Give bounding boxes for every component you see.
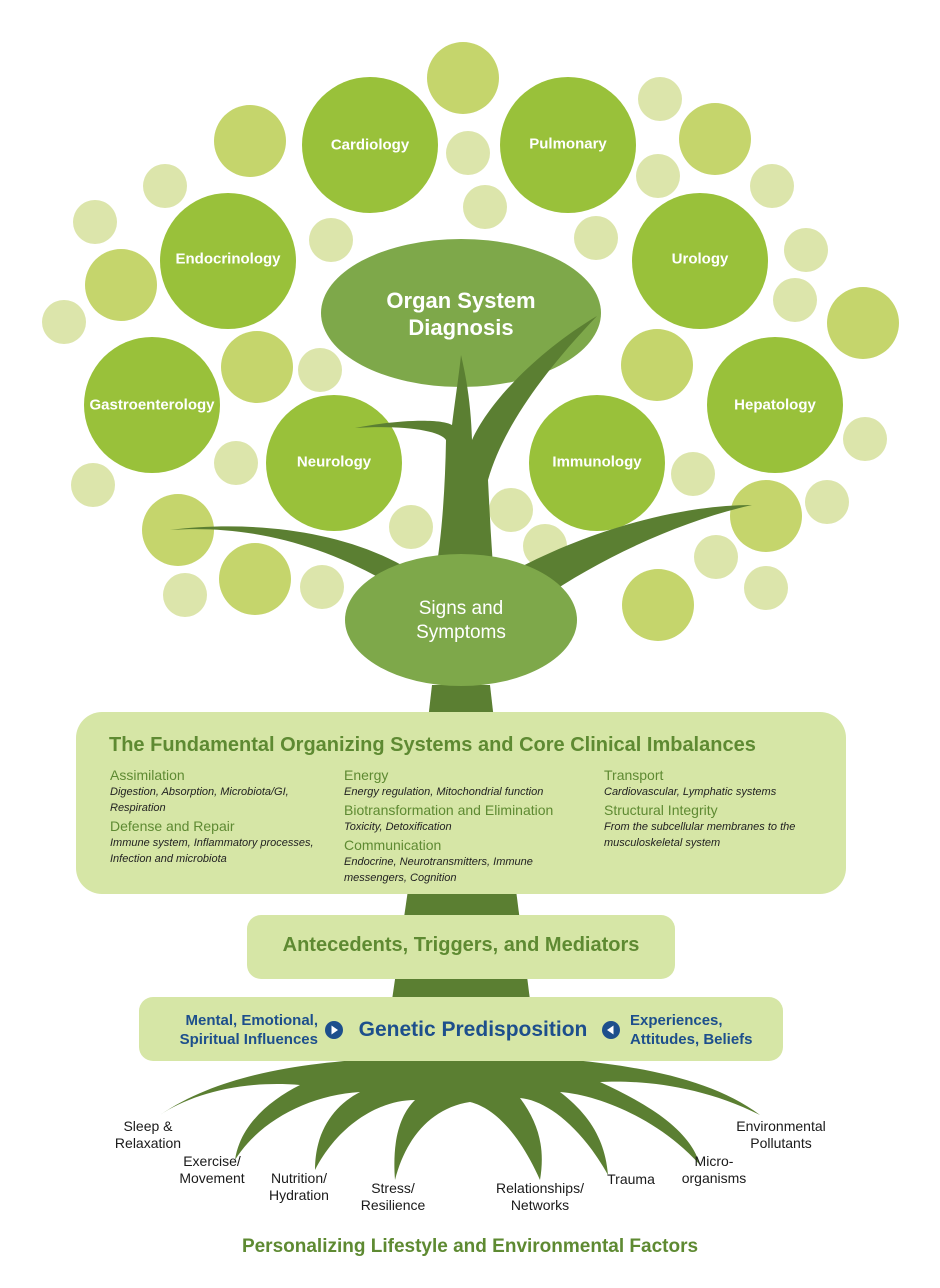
genetic-predisposition-panel: Mental, Emotional, Spiritual Influences … [139, 997, 783, 1061]
root-label-nutrition: Nutrition/ Hydration [269, 1170, 329, 1203]
decorative-circles [42, 42, 899, 641]
genetic-predisposition-label: Genetic Predisposition [358, 1018, 588, 1041]
system-heading-defense-repair: Defense and Repair [110, 818, 235, 834]
system-heading-structural-integrity: Structural Integrity [604, 802, 718, 818]
fundamental-systems-panel: The Fundamental Organizing Systems and C… [76, 712, 846, 894]
organ-label-cardiology: Cardiology [330, 136, 410, 154]
organ-label-hepatology: Hepatology [734, 396, 816, 414]
fundamental-systems-title: The Fundamental Organizing Systems and C… [109, 734, 756, 756]
play-right-icon [325, 1021, 343, 1039]
organ-system-diagnosis-node [321, 239, 601, 387]
organ-label-neurology: Neurology [296, 453, 372, 471]
fundamental-column-3: Transport Cardiovascular, Lymphatic syst… [604, 767, 819, 853]
root-label-trauma: Trauma [607, 1171, 655, 1187]
bottom-title: Personalizing Lifestyle and Environmenta… [241, 1236, 699, 1257]
system-heading-communication: Communication [344, 837, 442, 853]
system-detail-biotransformation: Toxicity, Detoxification [344, 821, 452, 833]
fundamental-column-1: Assimilation Digestion, Absorption, Micr… [110, 767, 335, 869]
system-detail-assimilation: Digestion, Absorption, Microbiota/GI, Re… [110, 786, 289, 814]
system-heading-biotransformation: Biotransformation and Elimination [344, 802, 554, 818]
root-label-microorganisms: Micro- organisms [681, 1153, 747, 1186]
system-detail-defense-repair: Immune system, Inflammatory processes, I… [110, 837, 314, 865]
organ-label-gastroenterology: Gastroenterology [89, 396, 215, 414]
experiences-attitudes-label: Experiences, Attitudes, Beliefs [630, 1012, 753, 1048]
organ-label-immunology: Immunology [552, 453, 642, 471]
system-detail-communication: Endocrine, Neurotransmitters, Immune mes… [344, 856, 533, 884]
organ-circles [84, 77, 843, 531]
organ-system-diagnosis-label: Organ System Diagnosis [386, 288, 536, 340]
signs-and-symptoms-label: Signs and Symptoms [416, 598, 506, 643]
mental-emotional-label: Mental, Emotional, Spiritual Influences [179, 1012, 318, 1048]
play-left-icon [602, 1021, 620, 1039]
system-detail-structural-integrity: From the subcellular membranes to the mu… [604, 821, 796, 849]
organ-label-pulmonary: Pulmonary [529, 135, 607, 153]
organ-label-endocrinology: Endocrinology [175, 250, 281, 268]
antecedents-panel: Antecedents, Triggers, and Mediators [247, 915, 675, 979]
root-label-sleep: Sleep & Relaxation [114, 1118, 182, 1151]
system-heading-energy: Energy [344, 767, 389, 783]
signs-and-symptoms-node [345, 554, 577, 686]
system-detail-transport: Cardiovascular, Lymphatic systems [604, 786, 777, 798]
root-label-exercise: Exercise/ Movement [179, 1153, 245, 1186]
root-label-stress: Stress/ Resilience [360, 1180, 426, 1213]
system-heading-transport: Transport [604, 767, 664, 783]
organ-label-urology: Urology [671, 250, 729, 268]
antecedents-label: Antecedents, Triggers, and Mediators [282, 934, 640, 956]
root-label-environmental: Environmental Pollutants [736, 1118, 826, 1151]
system-heading-assimilation: Assimilation [110, 767, 185, 783]
system-detail-energy: Energy regulation, Mitochondrial functio… [344, 786, 544, 798]
root-label-relationships: Relationships/ Networks [496, 1180, 584, 1213]
fundamental-column-2: Energy Energy regulation, Mitochondrial … [344, 767, 589, 888]
